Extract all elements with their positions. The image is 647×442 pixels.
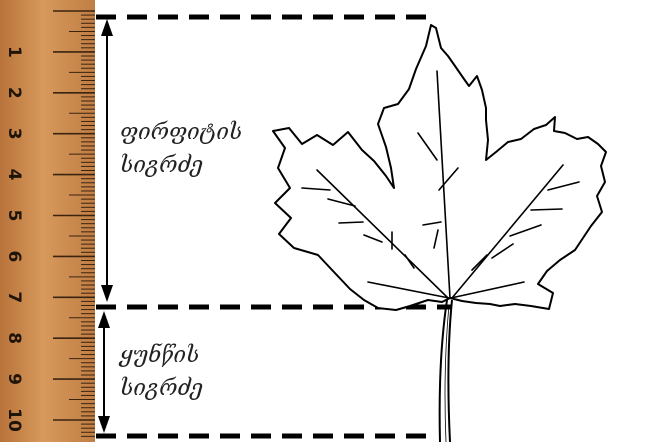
- ruler-number: 2: [4, 87, 24, 99]
- petiole-length-arrow: [98, 311, 110, 433]
- ruler-number: 3: [4, 128, 24, 140]
- ruler-number: 9: [4, 373, 24, 385]
- ruler-number: 5: [4, 210, 24, 222]
- ruler-number: 1: [4, 46, 24, 58]
- maple-leaf: [273, 25, 606, 442]
- ruler-number: 7: [4, 291, 24, 303]
- blade-length-arrow: [101, 19, 113, 302]
- ruler-number: 4: [4, 169, 24, 181]
- ruler-number: 6: [4, 250, 24, 262]
- leaf-outline: [273, 25, 606, 310]
- ruler-number: 8: [4, 332, 24, 344]
- leaf-petiole: [440, 300, 447, 442]
- petiole-length-label-line1: ყუნწის: [118, 342, 199, 368]
- ruler-number: 10: [4, 408, 24, 432]
- ruler: 1 2 3 4 5 6 7 8 9 10: [0, 0, 95, 442]
- petiole-length-label-line2: სიგრძე: [120, 376, 203, 401]
- blade-length-label-line1: ფირფიტის: [120, 120, 242, 145]
- blade-length-label-line2: სიგრძე: [120, 153, 203, 178]
